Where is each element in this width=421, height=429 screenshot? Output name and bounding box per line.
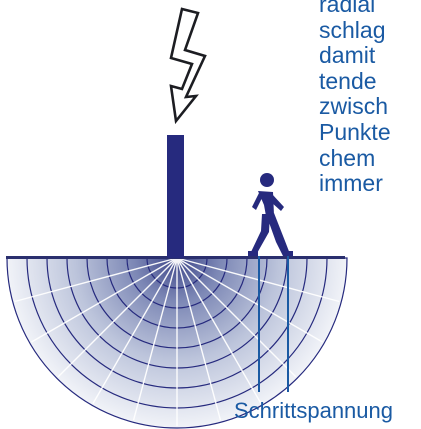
lightning-rod bbox=[167, 135, 184, 258]
radial-line bbox=[132, 257, 178, 421]
side-text-line: Punkte bbox=[319, 118, 391, 145]
walking-person-icon bbox=[248, 173, 293, 256]
side-text-line: chem bbox=[319, 144, 376, 171]
side-text: radial schlag damit tende zwisch Punkte … bbox=[319, 0, 421, 197]
side-text-line: damit bbox=[319, 42, 376, 69]
side-text-line: tende bbox=[319, 67, 377, 94]
side-text-line: zwisch bbox=[319, 93, 389, 120]
lightning-bolt-icon bbox=[169, 7, 207, 125]
potential-field bbox=[6, 257, 348, 429]
radial-line bbox=[31, 257, 178, 343]
radial-line bbox=[14, 257, 178, 303]
side-text-line: immer bbox=[319, 170, 383, 197]
radial-line bbox=[176, 257, 262, 404]
step-voltage-label: Schrittspannung bbox=[234, 398, 393, 423]
step-voltage-lines bbox=[258, 256, 289, 392]
radial-line bbox=[57, 257, 178, 378]
radial-line bbox=[176, 257, 297, 378]
radial-line bbox=[176, 257, 222, 421]
radial-line bbox=[92, 257, 178, 404]
radial-line bbox=[176, 257, 323, 343]
side-text-line: schlag bbox=[319, 16, 386, 43]
side-text-line: radial bbox=[319, 0, 376, 17]
